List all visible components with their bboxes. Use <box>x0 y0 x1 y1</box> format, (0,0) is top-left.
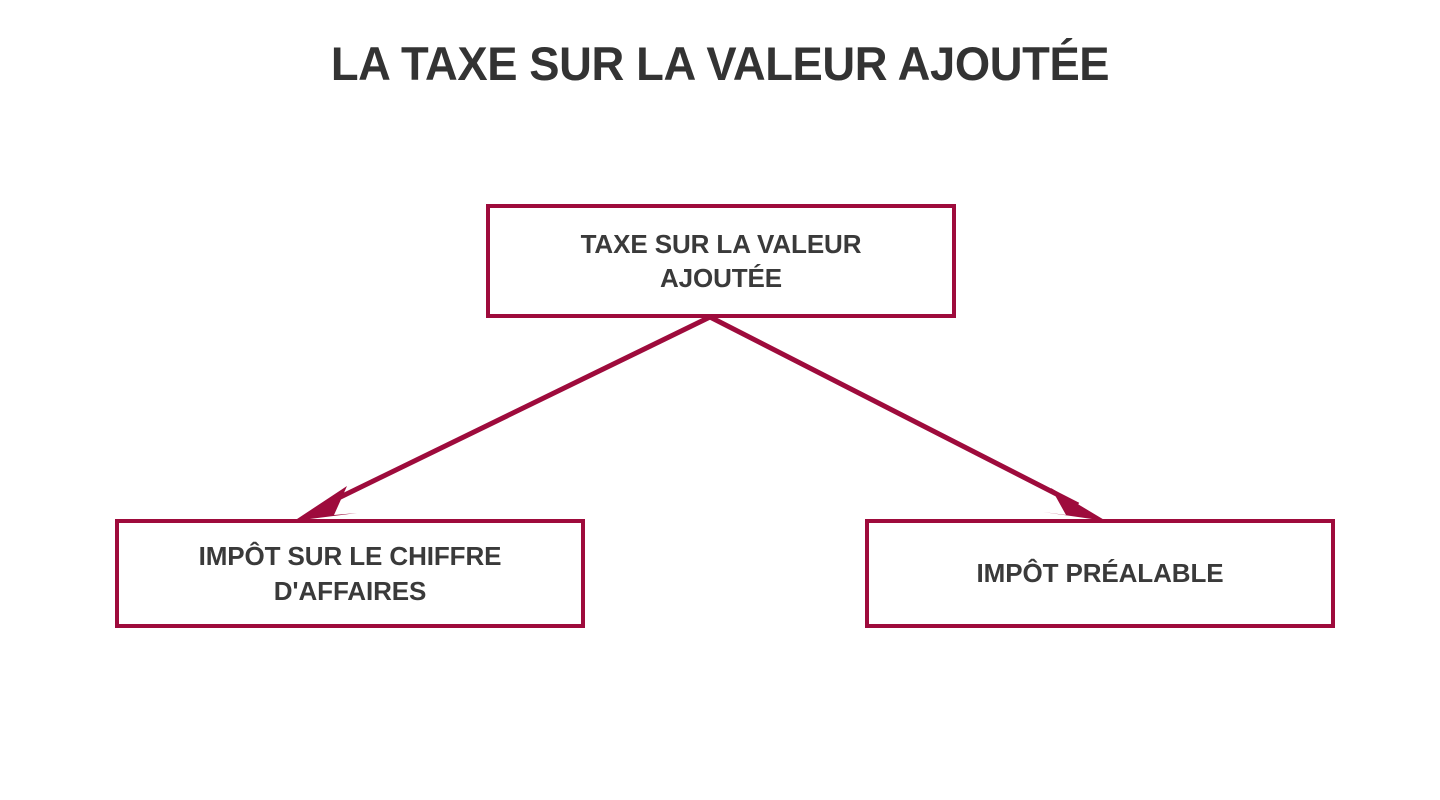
node-tva-label-line1: TAXE SUR LA VALEUR <box>580 228 862 259</box>
node-tva-label: TAXE SUR LA VALEUR AJOUTÉE <box>567 227 876 296</box>
node-tva-label-line2: AJOUTÉE <box>659 263 783 293</box>
node-impot-chiffre-affaires[interactable]: IMPÔT SUR LE CHIFFRE D'AFFAIRES <box>115 519 585 628</box>
node-impot-chiffre-affaires-label-line2: D'AFFAIRES <box>273 575 427 606</box>
page-title: LA TAXE SUR LA VALEUR AJOUTÉE <box>330 37 1110 90</box>
node-impot-prealable-label-line1: IMPÔT PRÉALABLE <box>976 558 1224 589</box>
node-impot-prealable[interactable]: IMPÔT PRÉALABLE <box>865 519 1335 628</box>
node-impot-chiffre-affaires-label-line1: IMPÔT SUR LE CHIFFRE <box>198 541 502 572</box>
connector-root-to-right <box>708 314 1106 521</box>
connector-root-to-left <box>294 314 712 521</box>
node-tva[interactable]: TAXE SUR LA VALEUR AJOUTÉE <box>486 204 956 318</box>
node-impot-chiffre-affaires-label: IMPÔT SUR LE CHIFFRE D'AFFAIRES <box>185 539 516 608</box>
connector-line-right <box>708 314 1080 508</box>
node-impot-prealable-label: IMPÔT PRÉALABLE <box>963 556 1238 590</box>
connector-line-left <box>320 314 712 509</box>
arrowhead-right-icon <box>1043 488 1106 521</box>
arrowhead-left-icon <box>294 486 357 521</box>
